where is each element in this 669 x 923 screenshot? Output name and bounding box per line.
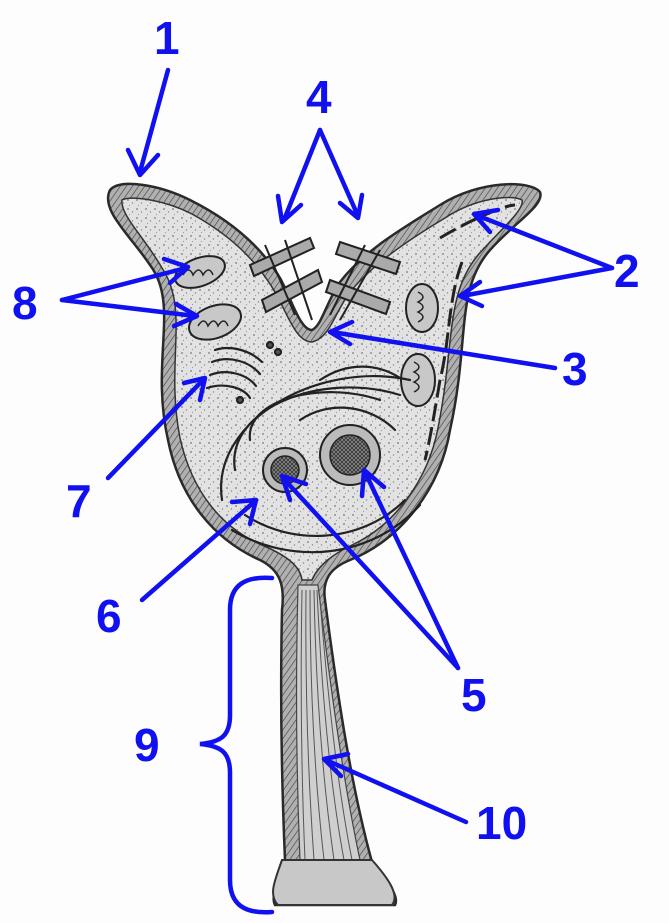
label-4: 4 (306, 74, 332, 120)
label-1: 1 (154, 15, 180, 61)
arrow-2-lower (462, 268, 612, 296)
stalk-foot (273, 860, 395, 905)
label-6: 6 (96, 593, 122, 639)
label-2: 2 (614, 248, 640, 294)
label-10: 10 (476, 800, 527, 846)
label-8: 8 (12, 280, 38, 326)
label-5: 5 (461, 672, 487, 718)
mitochondrion (406, 284, 438, 332)
brace-9 (200, 578, 272, 913)
label-3: 3 (562, 346, 588, 392)
label-7: 7 (66, 478, 92, 524)
label-9: 9 (134, 722, 160, 768)
